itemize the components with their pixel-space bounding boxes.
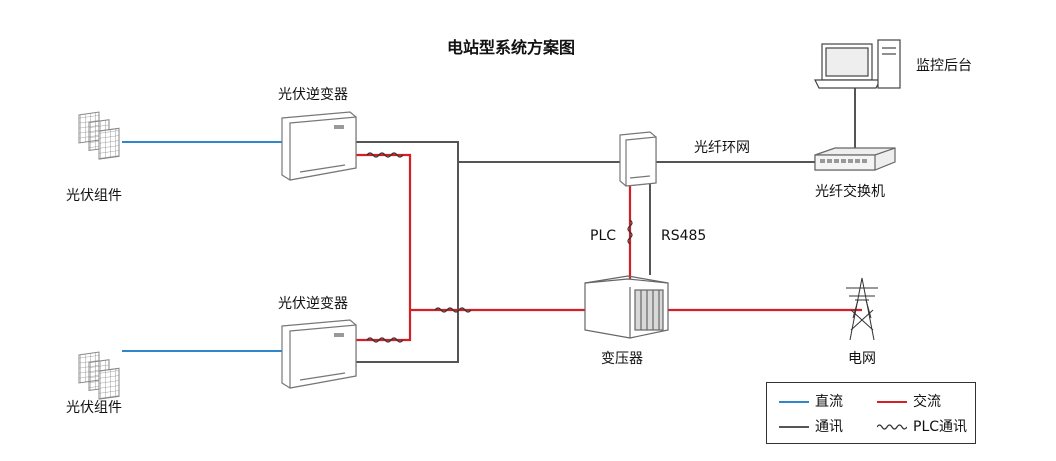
legend-item-comm: 通讯 [779, 419, 843, 435]
label-rs485: RS485 [661, 228, 707, 244]
label-transformer: 变压器 [601, 351, 643, 367]
legend-item-ac: 交流 [877, 394, 941, 410]
legend-label-ac: 交流 [913, 394, 941, 410]
fiber-switch-icon [814, 147, 896, 171]
legend-swatch-plc [876, 424, 908, 430]
plc-wave-markers [366, 152, 633, 343]
legend-label-plc: PLC通讯 [913, 419, 968, 435]
data-logger-icon [619, 131, 657, 187]
legend-swatch-ac [877, 401, 907, 403]
legend-swatch-dc [779, 401, 809, 403]
transmission-tower-icon [846, 277, 878, 341]
label-inverter-bottom: 光伏逆变器 [278, 296, 348, 312]
diagram-title: 电站型系统方案图 [447, 38, 576, 57]
legend-swatch-comm [779, 426, 809, 428]
inverter-top-icon [281, 111, 357, 181]
comm-lines [355, 88, 856, 363]
label-fiber-ring: 光纤环网 [694, 140, 750, 156]
monitoring-computer-icon [814, 39, 901, 89]
label-plc: PLC [590, 228, 617, 244]
label-pv-array-top: 光伏组件 [66, 188, 122, 204]
legend-item-dc: 直流 [779, 394, 843, 410]
pv-array-top-icon [78, 111, 120, 160]
legend-label-comm: 通讯 [815, 419, 843, 435]
pv-array-bottom-icon [78, 351, 120, 400]
transformer-icon [584, 275, 669, 339]
label-inverter-top: 光伏逆变器 [278, 87, 348, 103]
inverter-bottom-icon [281, 319, 357, 389]
label-grid: 电网 [848, 351, 876, 367]
label-monitor: 监控后台 [916, 58, 972, 74]
legend-label-dc: 直流 [815, 394, 843, 410]
label-pv-array-bottom: 光伏组件 [66, 400, 122, 416]
legend: 直流 交流 通讯 PLC通讯 [766, 382, 976, 444]
legend-item-plc: PLC通讯 [876, 419, 968, 435]
label-fiber-switch: 光纤交换机 [815, 184, 885, 200]
